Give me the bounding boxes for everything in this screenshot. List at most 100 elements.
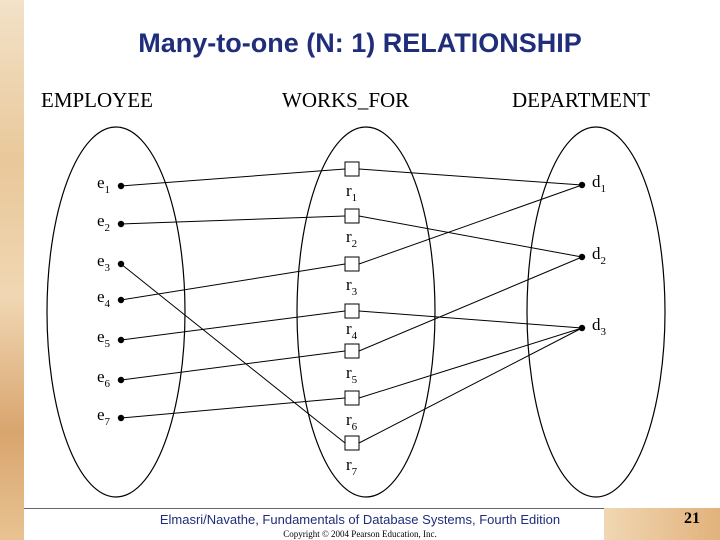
department-link-line xyxy=(358,184,583,265)
relationship-label-subscript: 7 xyxy=(352,466,358,478)
relationship-node xyxy=(344,208,360,224)
relationship-label: r2 xyxy=(346,227,357,250)
department-link-line xyxy=(358,215,583,258)
footer-citation: Elmasri/Navathe, Fundamentals of Databas… xyxy=(159,512,561,527)
employee-node xyxy=(117,376,125,384)
relationship-label-subscript: 5 xyxy=(352,374,358,386)
department-set-ellipse xyxy=(526,126,666,498)
works-for-set-ellipse xyxy=(296,126,436,498)
department-label-subscript: 2 xyxy=(601,255,607,267)
department-label: d1 xyxy=(592,172,606,195)
relationship-node xyxy=(344,256,360,272)
employee-label: e3 xyxy=(97,251,111,274)
employee-link-line xyxy=(120,215,346,225)
employee-label-subscript: 3 xyxy=(105,262,111,274)
works-for-header: WORKS_FOR xyxy=(282,88,410,112)
desert-background-strip xyxy=(0,0,24,540)
relationship-label-base: r xyxy=(346,319,352,338)
relationship-label: r7 xyxy=(346,455,358,478)
employee-label: e2 xyxy=(97,211,110,234)
department-label: d2 xyxy=(592,244,606,267)
department-label-base: d xyxy=(592,244,601,263)
relationship-label-subscript: 1 xyxy=(352,192,358,204)
relationship-node xyxy=(344,390,360,406)
employee-link-line xyxy=(120,168,346,187)
employee-node xyxy=(117,182,125,190)
footer-divider xyxy=(24,508,604,509)
slide-title: Many-to-one (N: 1) RELATIONSHIP xyxy=(138,28,582,58)
employee-label: e5 xyxy=(97,327,111,350)
employee-node xyxy=(117,220,125,228)
department-node xyxy=(578,253,586,261)
employee-label-base: e xyxy=(97,287,105,306)
relationship-node xyxy=(344,161,360,177)
department-label-subscript: 1 xyxy=(601,183,607,195)
employee-label-subscript: 4 xyxy=(105,298,111,310)
department-link-line xyxy=(358,310,583,329)
employee-node xyxy=(117,414,125,422)
relationship-node xyxy=(344,435,360,451)
employee-label-base: e xyxy=(97,327,105,346)
employee-label-base: e xyxy=(97,211,105,230)
employee-node xyxy=(117,336,125,344)
department-link-line xyxy=(358,256,583,352)
relationship-label-base: r xyxy=(346,410,352,429)
employee-node xyxy=(117,296,125,304)
page-number-box xyxy=(604,508,720,540)
employee-label: e7 xyxy=(97,405,111,428)
employee-link-line xyxy=(120,263,346,444)
copyright-notice: Copyright © 2004 Pearson Education, Inc. xyxy=(283,529,437,539)
employee-link-line xyxy=(120,310,346,341)
employee-label-subscript: 5 xyxy=(105,338,111,350)
relationship-label-base: r xyxy=(346,227,352,246)
relationship-label: r4 xyxy=(346,319,358,342)
department-label: d3 xyxy=(592,315,607,338)
relationship-label-base: r xyxy=(346,363,352,382)
employee-set-ellipse xyxy=(46,126,186,498)
relationship-label: r3 xyxy=(346,275,358,298)
employee-link-line xyxy=(120,350,346,381)
employee-link-line xyxy=(120,397,346,419)
employee-label-base: e xyxy=(97,405,105,424)
department-link-line xyxy=(358,168,583,186)
department-link-line xyxy=(358,327,583,399)
employee-label: e1 xyxy=(97,173,110,196)
employee-node xyxy=(117,260,125,268)
relationship-label: r6 xyxy=(346,410,358,433)
nodes-layer xyxy=(117,161,586,451)
employee-label-base: e xyxy=(97,367,105,386)
relationship-node xyxy=(344,343,360,359)
department-node xyxy=(578,324,586,332)
employee-label: e4 xyxy=(97,287,111,310)
employee-label-subscript: 2 xyxy=(105,222,111,234)
department-label-base: d xyxy=(592,315,601,334)
relationship-label-base: r xyxy=(346,455,352,474)
employee-label-subscript: 1 xyxy=(105,184,111,196)
employee-link-line xyxy=(120,263,346,301)
employee-label-subscript: 6 xyxy=(105,378,111,390)
employee-label-subscript: 7 xyxy=(105,416,111,428)
relationship-label-subscript: 6 xyxy=(352,421,358,433)
employee-label: e6 xyxy=(97,367,111,390)
employee-label-base: e xyxy=(97,251,105,270)
relationship-label-subscript: 2 xyxy=(352,238,358,250)
relationship-node xyxy=(344,303,360,319)
department-link-line xyxy=(358,327,583,444)
department-label-subscript: 3 xyxy=(601,326,607,338)
department-node xyxy=(578,181,586,189)
relationship-label-subscript: 4 xyxy=(352,330,358,342)
department-header: DEPARTMENT xyxy=(512,88,650,112)
links-layer xyxy=(120,168,583,444)
relationship-label-base: r xyxy=(346,275,352,294)
page-number: 21 xyxy=(684,510,700,527)
employee-header: EMPLOYEE xyxy=(41,88,153,112)
relationship-label-subscript: 3 xyxy=(352,286,358,298)
relationship-label: r1 xyxy=(346,181,357,204)
relationship-label: r5 xyxy=(346,363,358,386)
department-label-base: d xyxy=(592,172,601,191)
relationship-label-base: r xyxy=(346,181,352,200)
employee-label-base: e xyxy=(97,173,105,192)
